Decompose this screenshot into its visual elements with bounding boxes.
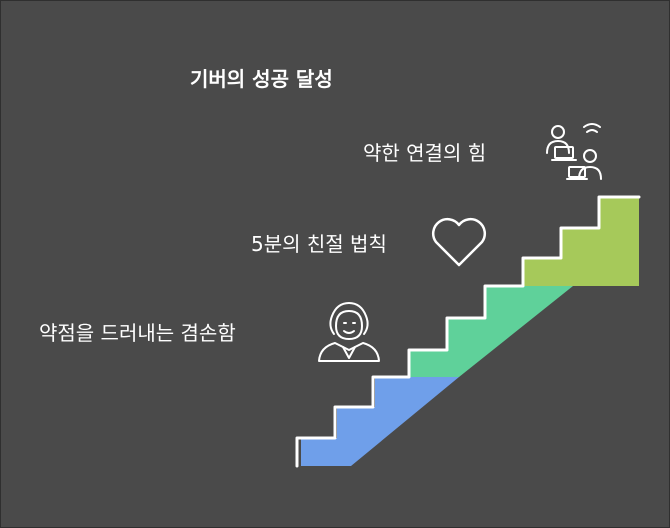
stair-band-middle xyxy=(409,286,573,377)
step-label-five-minute-favor: 5분의 친절 법칙 xyxy=(251,232,387,256)
diagram-title: 기버의 성공 달성 xyxy=(190,67,333,91)
networking-people-icon xyxy=(546,123,602,180)
stair-outline xyxy=(295,195,641,468)
step-label-weak-ties: 약한 연결의 힘 xyxy=(363,141,487,165)
stair-band-bottom xyxy=(301,377,459,466)
heart-icon xyxy=(431,218,487,267)
stair-band-top xyxy=(523,197,639,286)
step-label-humility: 약점을 드러내는 겸손함 xyxy=(39,321,236,345)
person-icon xyxy=(318,302,380,362)
